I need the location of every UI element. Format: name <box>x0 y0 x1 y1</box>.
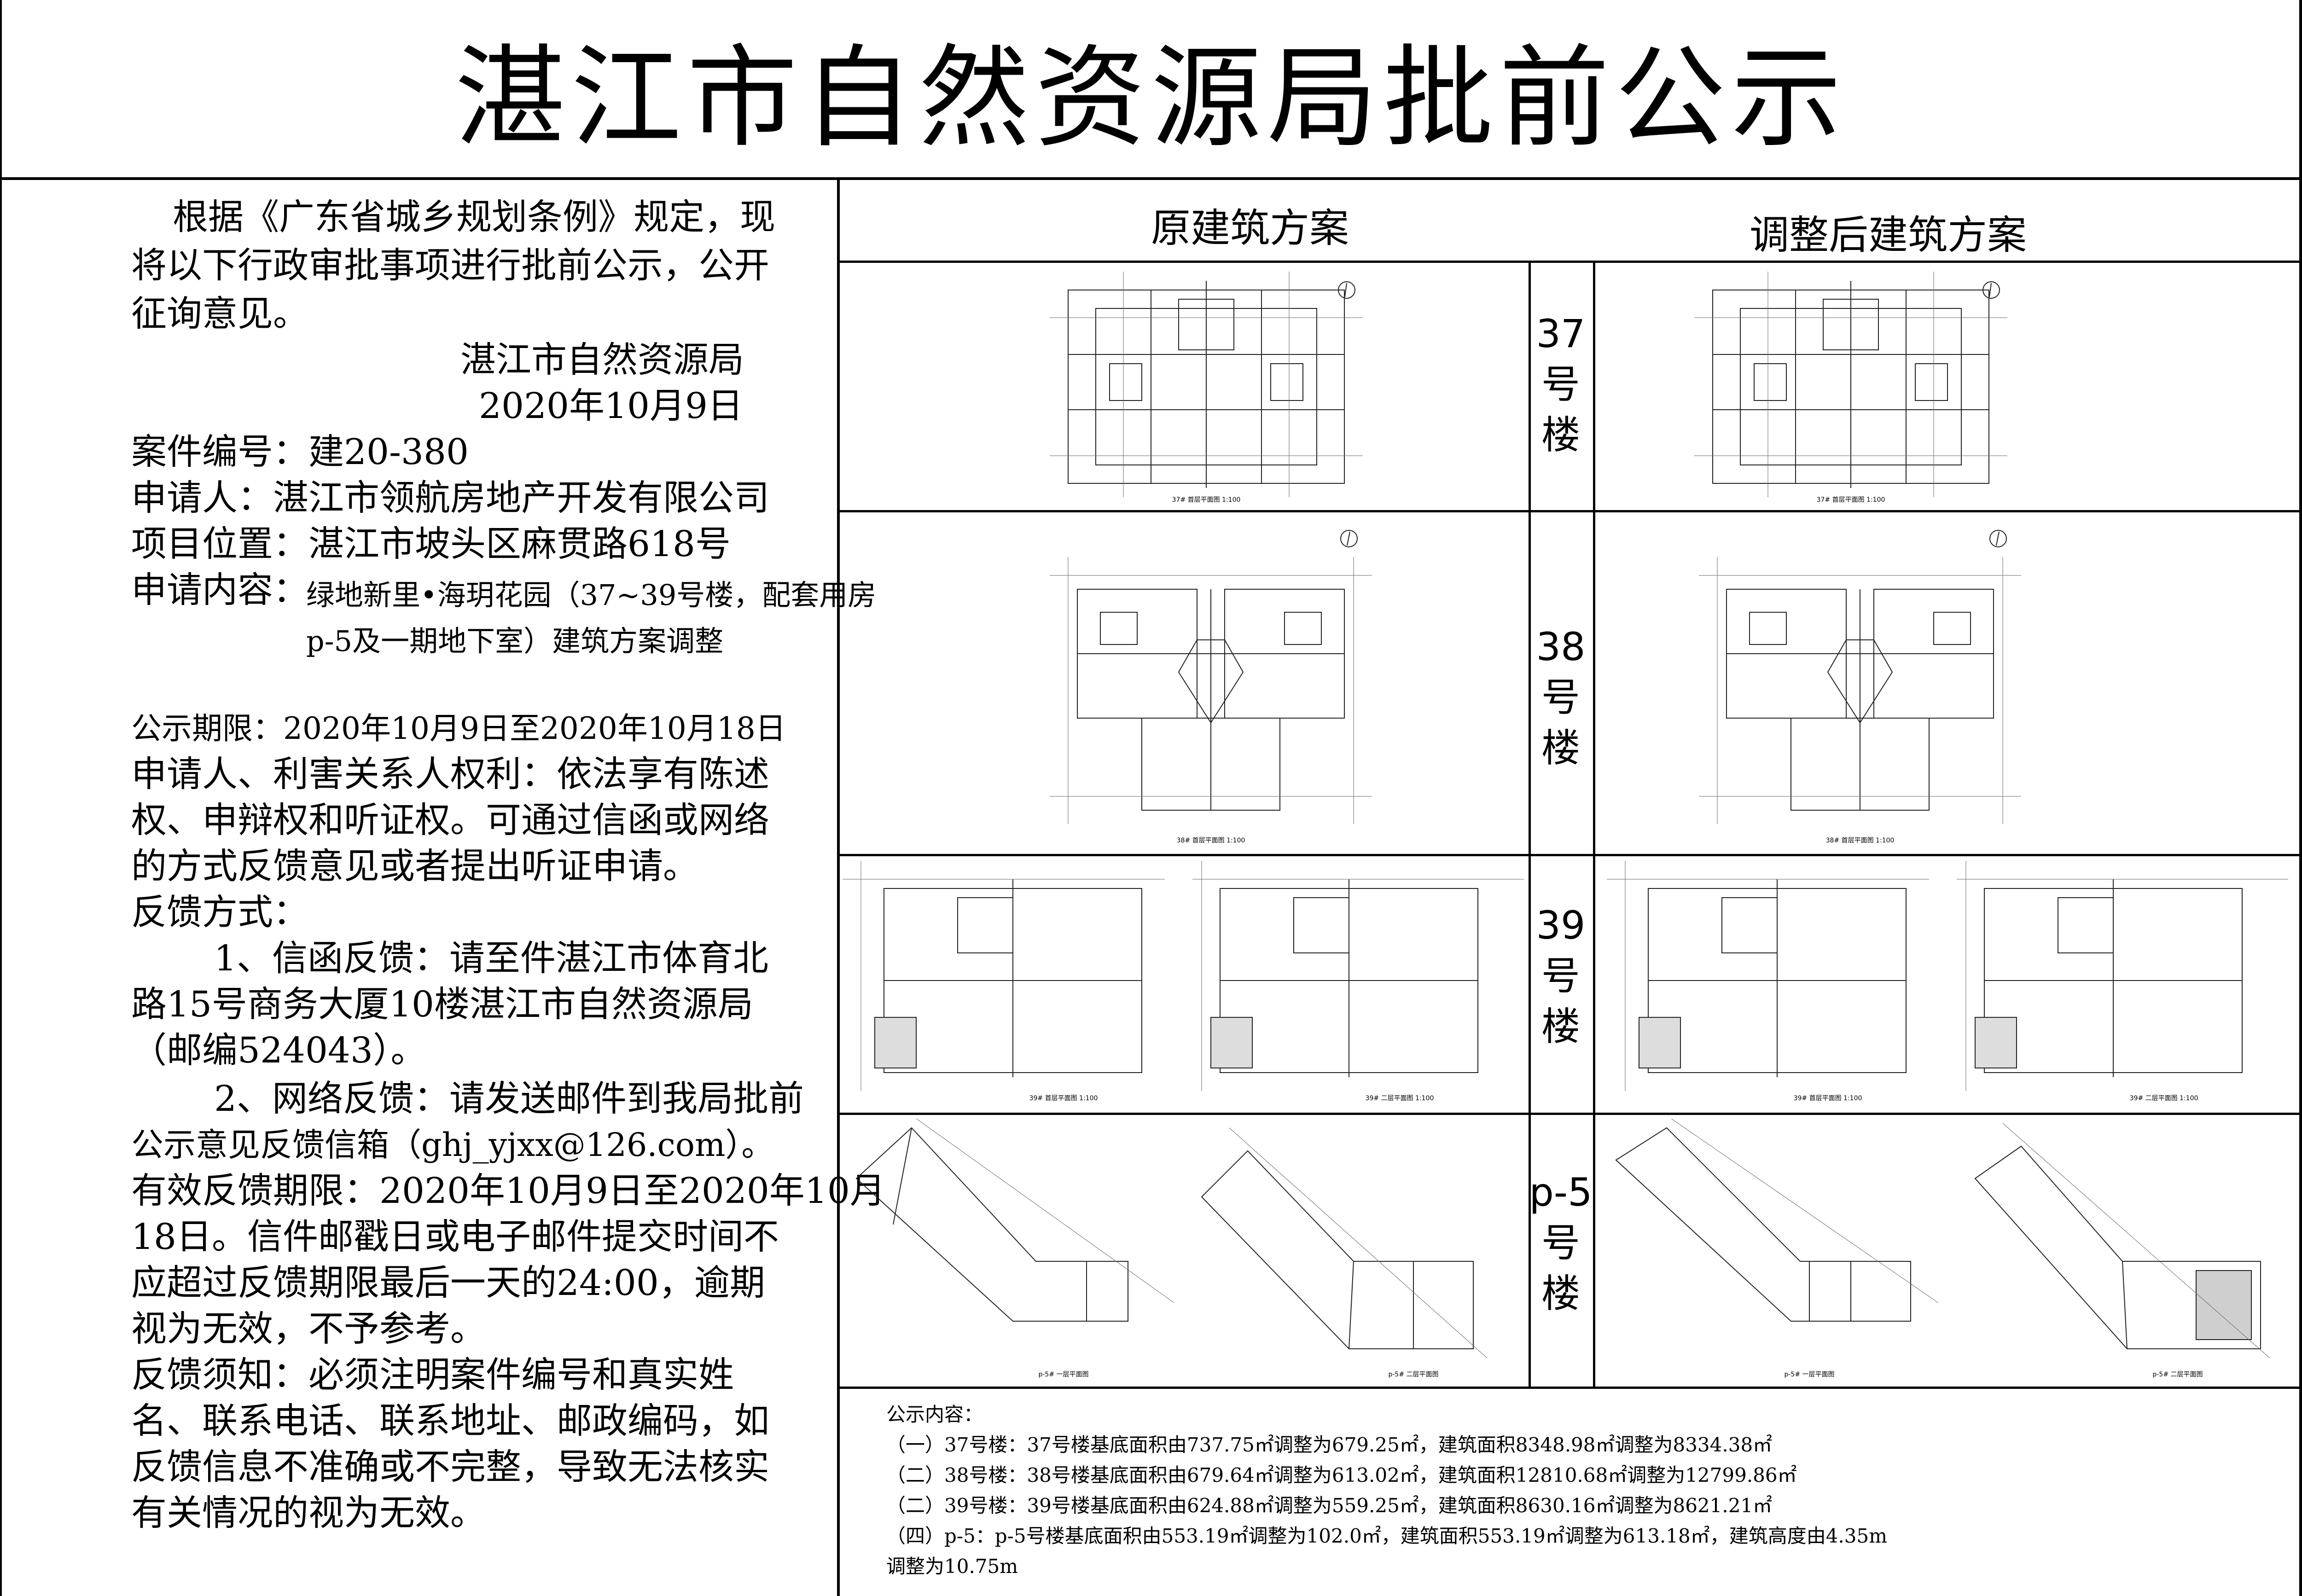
label-hao: 号 <box>1541 953 1580 998</box>
notice-line-2: 名、联系电话、联系地址、邮政编码，如 <box>131 1401 769 1442</box>
page-left-border <box>0 0 2 1596</box>
email-line-2: 公示意见反馈信箱（ghj_yjxx@126.com）。 <box>131 1126 774 1164</box>
caption-39b-adjusted: 39# 二层平面图 1:100 <box>2130 1095 2198 1102</box>
notice-line-1: 反馈须知：必须注明案件编号和真实姓 <box>131 1355 734 1396</box>
valid-line-2: 18日。信件邮戳日或电子邮件提交时间不 <box>131 1217 779 1258</box>
note-line-38: （二）38号楼：38号楼基底面积由679.64㎡调整为613.02㎡，建筑面积1… <box>886 1464 1797 1486</box>
content-line-1: 绿地新里•海玥花园（37~39号楼，配套用房 <box>306 578 877 612</box>
case-number: 案件编号：建20-380 <box>131 432 469 473</box>
building-p5-label: p-5 号 楼 <box>1529 1167 1593 1319</box>
letter-line-2: 路15号商务大厦10楼湛江市自然资源局 <box>131 984 753 1025</box>
building-38-label: 38 号 楼 <box>1529 621 1593 773</box>
building-37-label: 37 号 楼 <box>1529 308 1593 460</box>
caption-37-adjusted: 37# 首层平面图 1:100 <box>1817 496 1885 504</box>
label-number: 38 <box>1536 624 1586 669</box>
note-line-37: （一）37号楼：37号楼基底面积由737.75㎡调整为679.25㎡，建筑面积8… <box>886 1433 1773 1456</box>
title-bottom-rule <box>0 177 2302 180</box>
plan-p5-adjusted-drawing: p-5# 一层平面图 p-5# 二层平面图 <box>1615 1119 2270 1378</box>
rights-line-1: 申请人、利害关系人权利：依法享有陈述 <box>131 754 769 795</box>
caption-39a-adjusted: 39# 首层平面图 1:100 <box>1794 1095 1862 1102</box>
label-lou: 楼 <box>1541 412 1580 458</box>
notes-title: 公示内容： <box>886 1403 983 1426</box>
table-row-line-39 <box>840 1113 2299 1115</box>
issue-date: 2020年10月9日 <box>479 386 743 427</box>
label-col-right-line <box>1593 261 1595 1387</box>
table-row-line-p5 <box>840 1387 2299 1389</box>
caption-39b-original: 39# 二层平面图 1:100 <box>1366 1095 1434 1102</box>
plan-39-adjusted: 39# 首层平面图 1:100 39# 二层平面图 1:100 <box>1602 861 2293 1109</box>
plan-39-adjusted-drawing: 39# 首层平面图 1:100 39# 二层平面图 1:100 <box>1607 861 2288 1102</box>
intro-line-3: 征询意见。 <box>131 294 308 335</box>
feedback-title: 反馈方式： <box>131 892 308 933</box>
caption-p5a-original: p-5# 一层平面图 <box>1038 1371 1088 1378</box>
applicant: 申请人：湛江市领航房地产开发有限公司 <box>131 478 769 519</box>
plan-37-adjusted-drawing: 37# 首层平面图 1:100 <box>1694 272 2007 504</box>
label-number: 39 <box>1536 903 1586 948</box>
plan-37-original: 37# 首层平面图 1:100 <box>1050 272 1363 506</box>
page-title: 湛江市自然资源局批前公示 <box>454 34 1847 163</box>
valid-line-4: 视为无效，不予参考。 <box>131 1309 486 1350</box>
valid-line-3: 应超过反馈期限最后一天的24:00，逾期 <box>131 1263 765 1304</box>
plan-39-original-drawing: 39# 首层平面图 1:100 39# 二层平面图 1:100 <box>843 861 1524 1102</box>
caption-p5b-adjusted: p-5# 二层平面图 <box>2152 1371 2203 1378</box>
table-row-line-header <box>840 261 2299 263</box>
public-period: 公示期限：2020年10月9日至2020年10月18日 <box>131 711 786 746</box>
notice-line-4: 有关情况的视为无效。 <box>131 1493 486 1534</box>
table-row-line-38 <box>840 854 2299 856</box>
table-row-line-37 <box>840 510 2299 512</box>
plan-p5-original: p-5# 一层平面图 p-5# 二层平面图 <box>843 1119 1524 1383</box>
rights-line-3: 的方式反馈意见或者提出听证申请。 <box>131 846 698 887</box>
plan-39-original: 39# 首层平面图 1:100 39# 二层平面图 1:100 <box>843 861 1524 1109</box>
plan-p5-adjusted: p-5# 一层平面图 p-5# 二层平面图 <box>1602 1119 2293 1383</box>
caption-39a-original: 39# 首层平面图 1:100 <box>1029 1095 1098 1102</box>
plan-37-adjusted: 37# 首层平面图 1:100 <box>1694 272 2007 506</box>
label-lou: 楼 <box>1541 1271 1580 1316</box>
content-line-2: p-5及一期地下室）建筑方案调整 <box>306 624 724 658</box>
label-hao: 号 <box>1541 675 1580 720</box>
plan-38-original: 38# 首层平面图 1:100 <box>1050 520 1372 847</box>
label-hao: 号 <box>1541 362 1580 407</box>
label-lou: 楼 <box>1541 725 1580 771</box>
page-right-border <box>2299 0 2302 1596</box>
plan-38-original-drawing: 38# 首层平面图 1:100 <box>1050 530 1372 844</box>
header-adjusted: 调整后建筑方案 <box>1750 212 2027 258</box>
rights-line-2: 权、申辩权和听证权。可通过信函或网络 <box>131 800 769 841</box>
intro-line-1: 根据《广东省城乡规划条例》规定，现 <box>173 197 775 238</box>
header-original: 原建筑方案 <box>1151 205 1349 251</box>
notice-line-3: 反馈信息不准确或不完整，导致无法核实 <box>131 1447 769 1488</box>
issuing-org: 湛江市自然资源局 <box>460 340 744 381</box>
caption-38-adjusted: 38# 首层平面图 1:100 <box>1826 837 1895 844</box>
content-label: 申请内容： <box>131 570 308 611</box>
column-divider <box>837 180 840 1596</box>
label-hao: 号 <box>1541 1220 1580 1265</box>
note-line-39: （二）39号楼：39号楼基底面积由624.88㎡调整为559.25㎡，建筑面积8… <box>886 1494 1773 1517</box>
letter-line-1: 1、信函反馈：请至件湛江市体育北 <box>214 938 768 979</box>
plan-38-adjusted-drawing: 38# 首层平面图 1:100 <box>1699 530 2021 844</box>
label-number: 37 <box>1536 311 1586 356</box>
plan-38-adjusted: 38# 首层平面图 1:100 <box>1699 520 2021 847</box>
valid-line-1: 有效反馈期限：2020年10月9日至2020年10月 <box>131 1171 885 1212</box>
note-line-p5: （四）p-5：p-5号楼基底面积由553.19㎡调整为102.0㎡，建筑面积55… <box>886 1525 1888 1547</box>
label-lou: 楼 <box>1541 1004 1580 1049</box>
project-location: 项目位置：湛江市坡头区麻贯路618号 <box>131 524 731 565</box>
caption-p5a-adjusted: p-5# 一层平面图 <box>1784 1371 1834 1378</box>
label-number: p-5 <box>1529 1170 1593 1215</box>
label-col-left-line <box>1529 261 1531 1387</box>
building-39-label: 39 号 楼 <box>1529 900 1593 1052</box>
caption-p5b-original: p-5# 二层平面图 <box>1388 1371 1438 1378</box>
note-line-p5-cont: 调整为10.75m <box>886 1555 1018 1578</box>
plan-p5-original-drawing: p-5# 一层平面图 p-5# 二层平面图 <box>855 1119 1488 1378</box>
intro-line-2: 将以下行政审批事项进行批前公示，公开 <box>131 245 769 286</box>
caption-38-original: 38# 首层平面图 1:100 <box>1177 837 1245 844</box>
letter-line-3: （邮编524043）。 <box>131 1030 426 1071</box>
caption-37-original: 37# 首层平面图 1:100 <box>1172 496 1241 504</box>
email-line-1: 2、网络反馈：请发送邮件到我局批前 <box>214 1079 804 1120</box>
plan-37-original-drawing: 37# 首层平面图 1:100 <box>1050 272 1363 504</box>
